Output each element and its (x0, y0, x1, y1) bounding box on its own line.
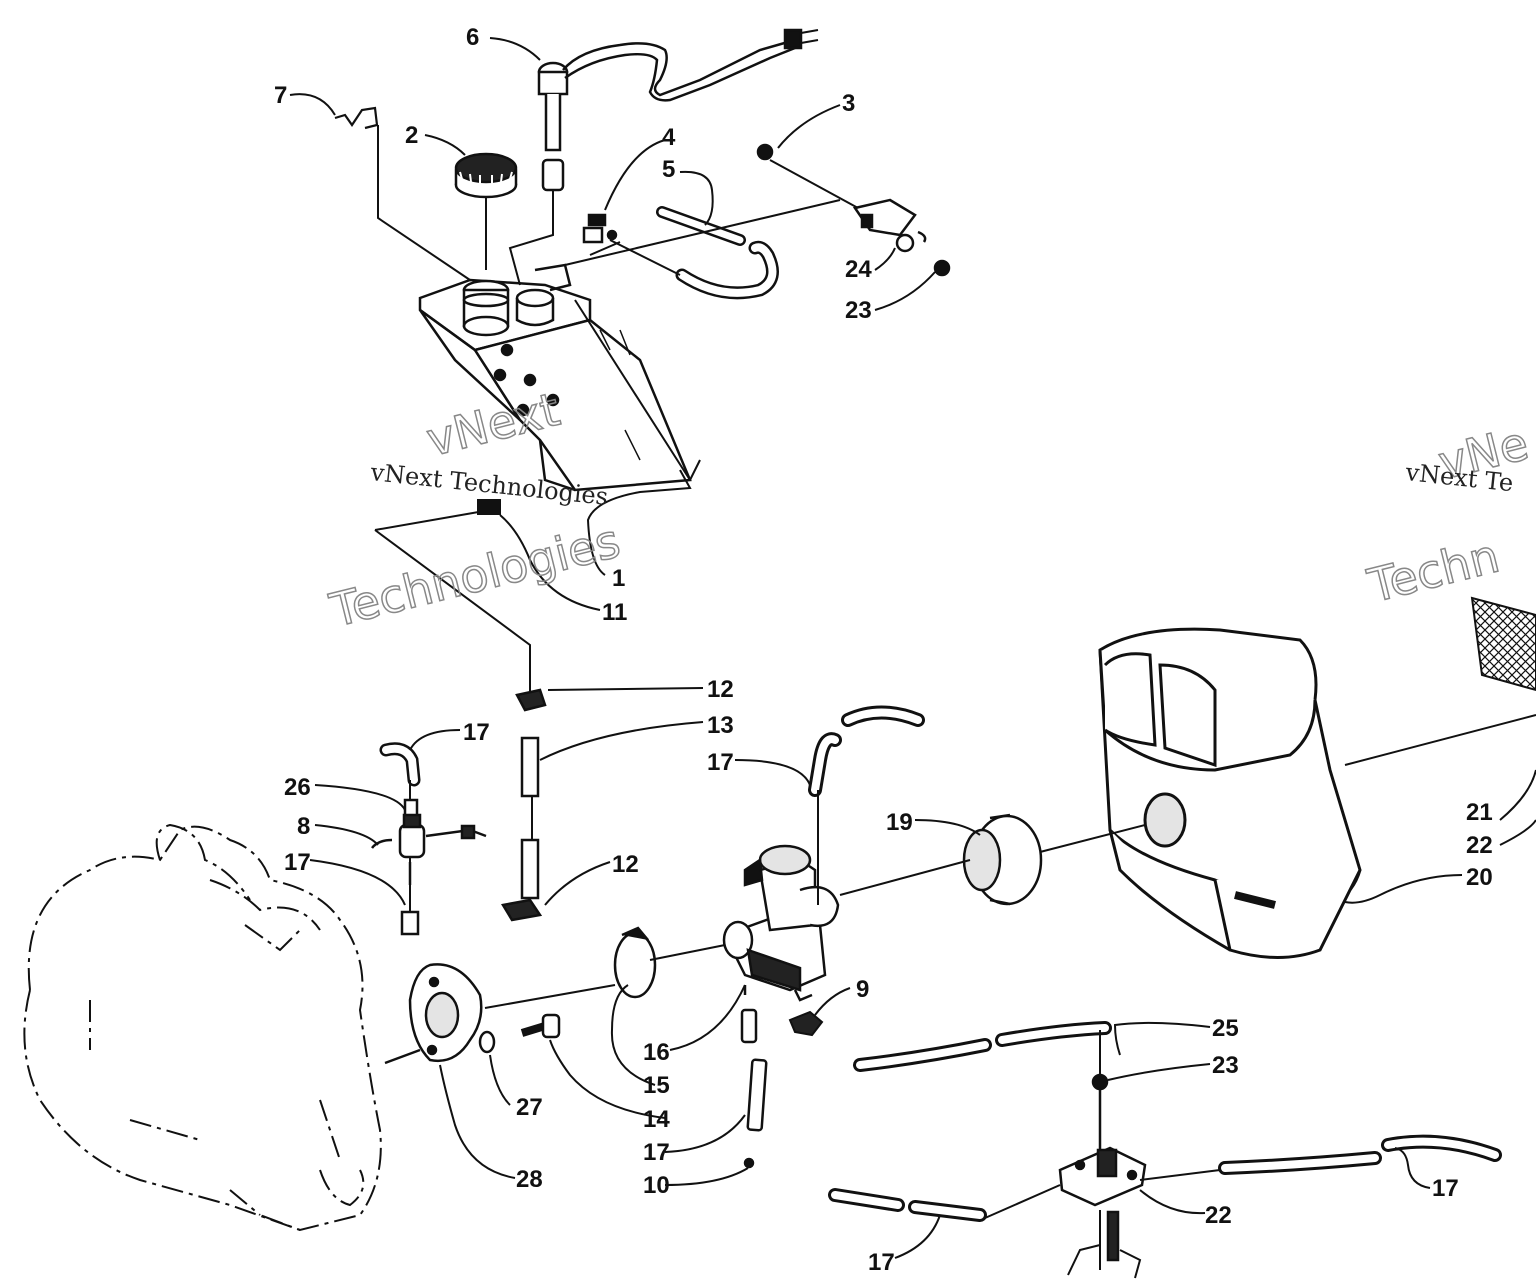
callout-4: 4 (662, 124, 676, 151)
callout-17: 17 (1432, 1175, 1459, 1202)
callout-25: 25 (1212, 1015, 1239, 1042)
callout-26: 26 (284, 774, 311, 801)
hose-clamp (613, 926, 657, 999)
carb-drain-hose (740, 1008, 768, 1169)
watermark-2: vNe Techn vNext Te (1361, 415, 1534, 614)
callout-23: 23 (845, 297, 872, 324)
callout-18: 19 (886, 809, 913, 836)
callout-17: 17 (707, 749, 734, 776)
callout-22: 22 (1205, 1202, 1232, 1229)
callout-28: 28 (516, 1166, 543, 1193)
watermark-logo-line2: Technologies (324, 514, 625, 638)
callout-24: 24 (845, 256, 872, 283)
callout-23: 23 (1212, 1052, 1239, 1079)
oil-level-sensor (537, 28, 819, 192)
callout-13: 13 (707, 712, 734, 739)
callout-20: 21 (1466, 799, 1493, 826)
callout-27: 27 (516, 1094, 543, 1121)
vent-fitting (582, 213, 618, 244)
callout-11: 11 (602, 599, 627, 626)
intake-flange (384, 963, 483, 1065)
oil-tank (418, 263, 692, 492)
callout-3: 3 (842, 90, 855, 117)
callout-9: 9 (856, 976, 869, 1003)
callout-17: 17 (463, 719, 490, 746)
callout-labels: 6 7 2 3 4 5 24 23 1 11 12 13 12 17 26 8 … (274, 24, 1493, 1276)
assembly-lines (377, 125, 1536, 1270)
leader-lines (289, 37, 1536, 1259)
callout-7: 7 (274, 82, 287, 109)
callout-12: 12 (707, 676, 734, 703)
callout-17: 17 (643, 1139, 670, 1166)
callout-1: 1 (612, 565, 625, 592)
drain-fitting (788, 1010, 824, 1037)
fuel-hoses (828, 1021, 1502, 1222)
callout-5: 5 (662, 156, 675, 183)
callout-17: 17 (868, 1249, 895, 1276)
callout-19: 20 (1466, 864, 1493, 891)
callout-16: 16 (643, 1039, 670, 1066)
callout-14: 14 (643, 1106, 670, 1133)
fuel-pump (1058, 1073, 1147, 1279)
callout-17: 17 (284, 849, 311, 876)
carburetor (722, 844, 840, 1002)
oil-line-clamps (501, 688, 547, 922)
callout-21: 22 (1466, 832, 1493, 859)
callout-2: 2 (405, 122, 418, 149)
air-silencer (1098, 627, 1362, 959)
clip (334, 106, 379, 130)
callout-8: 8 (297, 813, 310, 840)
oil-line (374, 499, 531, 700)
callout-6: 6 (466, 24, 479, 51)
air-box-adapter (962, 813, 1043, 906)
callout-10: 10 (643, 1172, 670, 1199)
tank-bracket (756, 143, 951, 277)
filler-cap (454, 152, 518, 199)
callout-15: 15 (643, 1072, 670, 1099)
washer-and-bolt (478, 1013, 561, 1054)
callout-12: 12 (612, 851, 639, 878)
fuel-filter-assembly (371, 742, 487, 936)
engine-outline (23, 823, 382, 1232)
intake-screen (1470, 596, 1536, 692)
